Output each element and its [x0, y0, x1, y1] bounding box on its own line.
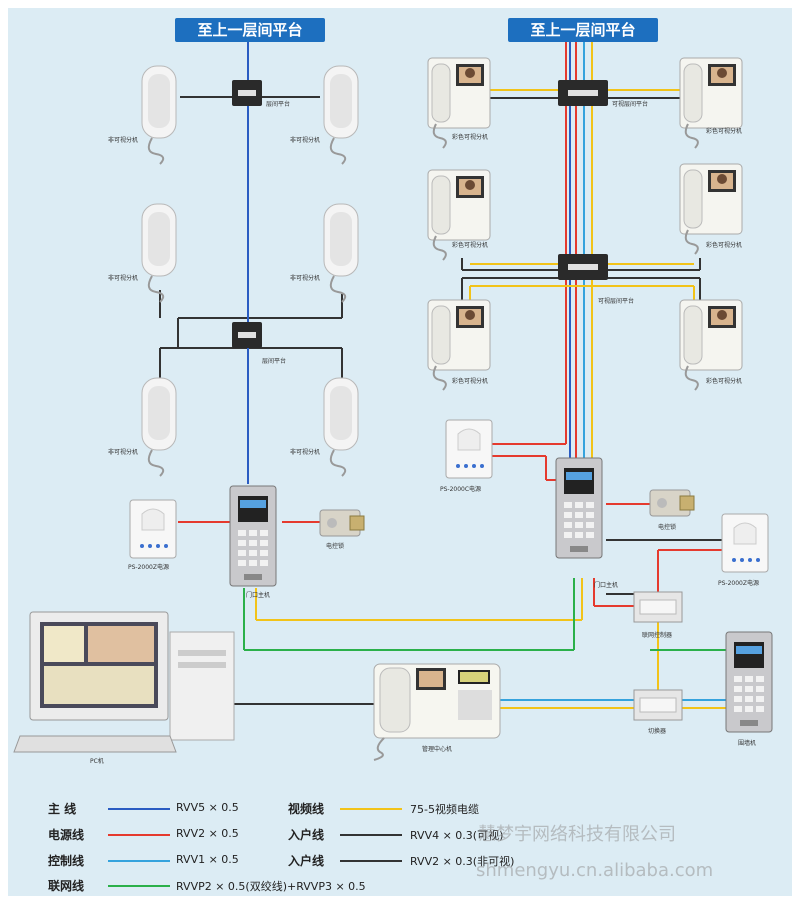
- legend-line-control: [108, 860, 170, 862]
- floor-platform-top: [232, 80, 262, 106]
- video-platform-top: [558, 80, 608, 106]
- label-handset-1: 非可视分机: [108, 137, 139, 144]
- label-handset-5: 非可视分机: [108, 449, 139, 456]
- electric-lock-left: [319, 509, 365, 537]
- legend-line-video: [340, 808, 402, 810]
- legend-title-network: 联网线: [48, 879, 85, 893]
- label-network-controller: 联网控制器: [642, 632, 673, 639]
- power-supply-right-top: [445, 419, 493, 479]
- label-handset-2: 非可视分机: [290, 137, 321, 144]
- legend-value-entry-audio: RVV2 × 0.3(非可视): [410, 855, 515, 868]
- left-wiring: [159, 42, 582, 651]
- floor-platform-middle: [232, 322, 262, 348]
- label-handset-3: 非可视分机: [108, 275, 139, 282]
- handset-left-3: [141, 377, 177, 477]
- watermark-company: 慧梦宇网络科技有限公司: [478, 824, 676, 845]
- legend-value-control: RVV1 × 0.5: [176, 853, 239, 866]
- power-supply-right: [721, 513, 769, 573]
- label-main-door: 围墙机: [738, 740, 757, 747]
- legend-line-entry-video: [340, 834, 402, 836]
- legend-value-power: RVV2 × 0.5: [176, 827, 239, 840]
- label-lock-right: 电控锁: [658, 524, 677, 531]
- label-guard-unit: 管理中心机: [422, 746, 453, 753]
- label-video-handset-6: 彩色可视分机: [706, 378, 743, 385]
- label-platform-middle: 层间平台: [262, 358, 287, 365]
- label-door-right: 门口主机: [594, 582, 619, 589]
- header-right: 至上一层间平台: [508, 18, 658, 42]
- handset-right-2: [323, 203, 359, 303]
- handset-right-1: [323, 65, 359, 165]
- pc: [13, 611, 235, 753]
- label-video-handset-5: 彩色可视分机: [452, 378, 489, 385]
- power-supply-left: [129, 499, 177, 559]
- handset-left-1: [141, 65, 177, 165]
- guard-unit: [373, 663, 501, 761]
- label-power-right-top: PS-2000C电源: [440, 486, 482, 493]
- label-handset-6: 非可视分机: [290, 449, 321, 456]
- label-video-handset-1: 彩色可视分机: [452, 134, 489, 141]
- handset-left-2: [141, 203, 177, 303]
- legend-value-entry-video: RVV4 × 0.3(可视): [410, 829, 504, 842]
- legend-title-main: 主 线: [48, 802, 77, 816]
- legend-line-main: [108, 808, 170, 810]
- label-video-handset-3: 彩色可视分机: [452, 242, 489, 249]
- legend-value-main: RVV5 × 0.5: [176, 801, 239, 814]
- video-platform-middle: [558, 254, 608, 280]
- door-unit-left: [229, 485, 277, 587]
- switch-box: [633, 689, 683, 721]
- label-video-platform-top: 可视层间平台: [612, 101, 649, 108]
- label-power-left: PS-2000Z电源: [128, 564, 169, 571]
- electric-lock-right: [649, 489, 695, 517]
- label-handset-4: 非可视分机: [290, 275, 321, 282]
- legend-title-entry-video: 入户线: [288, 828, 325, 842]
- legend-title-power: 电源线: [48, 828, 85, 842]
- legend-line-power: [108, 834, 170, 836]
- door-unit-right: [555, 457, 603, 559]
- legend-title-video: 视频线: [288, 802, 325, 816]
- legend-line-network: [108, 885, 170, 887]
- label-power-right: PS-2000Z电源: [718, 580, 759, 587]
- label-pc: PC机: [90, 758, 104, 765]
- legend-title-control: 控制线: [48, 854, 85, 868]
- legend-value-network: RVVP2 × 0.5(双绞线)+RVVP3 × 0.5: [176, 880, 366, 893]
- handset-right-3: [323, 377, 359, 477]
- label-lock-left: 电控锁: [326, 543, 345, 550]
- legend-line-entry-audio: [340, 860, 402, 862]
- label-switch-box: 切换器: [648, 728, 667, 735]
- label-platform-top: 层间平台: [266, 101, 291, 108]
- header-left: 至上一层间平台: [175, 18, 325, 42]
- label-video-handset-4: 彩色可视分机: [706, 242, 743, 249]
- label-video-platform-middle: 可视层间平台: [598, 298, 635, 305]
- network-controller: [633, 591, 683, 623]
- label-video-handset-2: 彩色可视分机: [706, 128, 743, 135]
- watermark-url: shmengyu.cn.alibaba.com: [476, 860, 714, 881]
- legend-value-video: 75-5视频电缆: [410, 803, 479, 816]
- label-door-left: 门口主机: [246, 592, 271, 599]
- main-door-unit: [725, 631, 773, 733]
- legend-title-entry-audio: 入户线: [288, 854, 325, 868]
